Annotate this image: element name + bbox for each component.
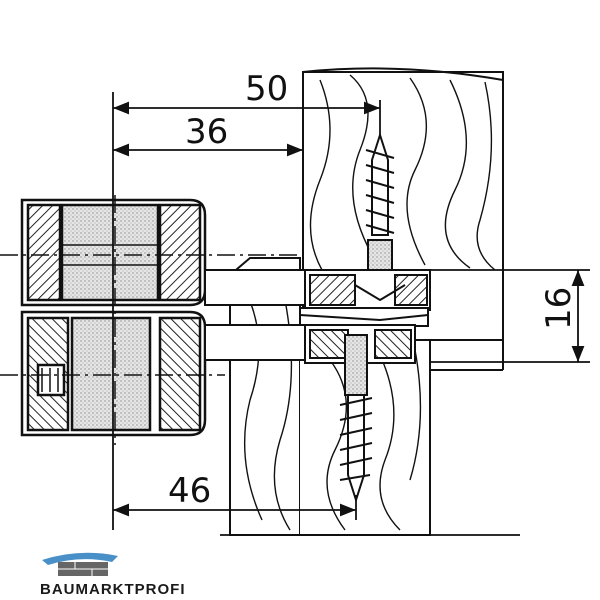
- dimension-label-46: 46: [168, 471, 211, 511]
- dimension-label-50: 50: [245, 69, 288, 109]
- centerlines: [0, 195, 300, 445]
- logo-text: BAUMARKTPROFI: [40, 581, 186, 598]
- lower-bushing: [304, 324, 416, 364]
- hinge-arm: [204, 269, 306, 361]
- upper-bushing: [304, 269, 431, 311]
- logo-roof-icon: [42, 552, 118, 565]
- baumarktprofi-logo: BAUMARKTPROFI: [40, 552, 186, 598]
- dimension-label-36: 36: [185, 112, 228, 152]
- lower-wood-screw: [339, 334, 373, 504]
- dimension-label-16: 16: [539, 287, 579, 330]
- center-plate: [299, 307, 429, 327]
- dimension-lines: [112, 92, 590, 536]
